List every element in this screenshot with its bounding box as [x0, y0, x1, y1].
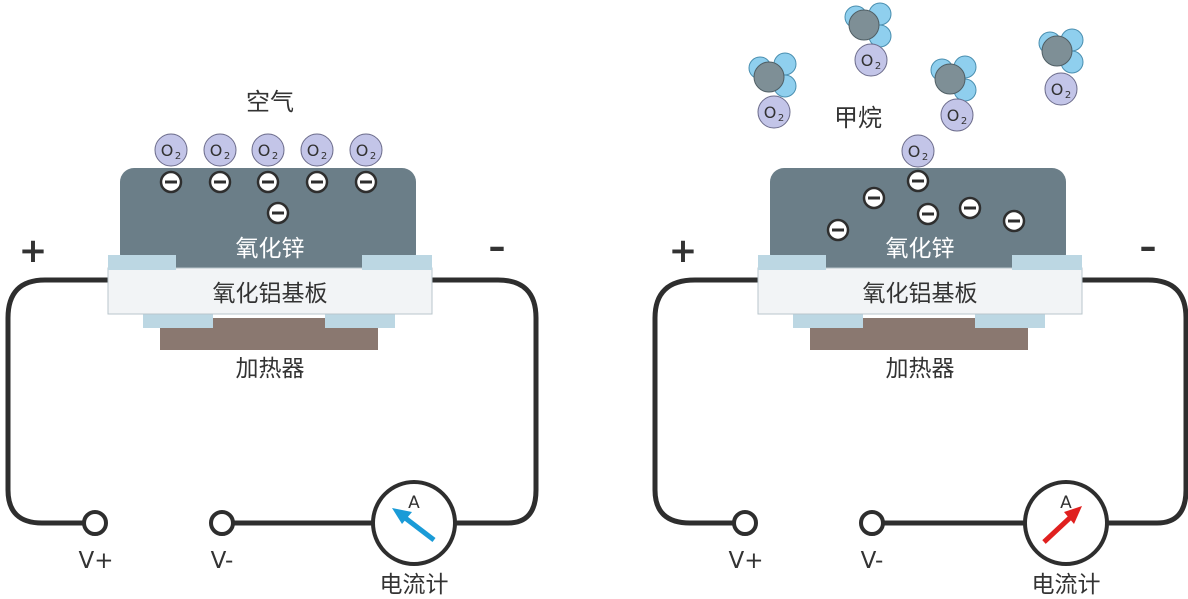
left-alumina-substrate: [107, 267, 433, 315]
methane-oxygen-cluster: O 2: [748, 52, 797, 129]
right-electron: [958, 196, 982, 220]
right-plus-sign: +: [669, 231, 698, 271]
oxygen-subscript: 2: [778, 113, 784, 124]
right-top-electrode: [1012, 255, 1082, 270]
oxygen-subscript: 2: [961, 116, 967, 127]
oxygen-subscript: 2: [224, 151, 230, 162]
oxygen-symbol: O: [210, 141, 223, 160]
right-ammeter-label: 电流计: [1032, 572, 1101, 598]
left-electron: [354, 170, 378, 194]
methane-oxygen-cluster: O 2: [1038, 28, 1084, 106]
right-gas-label: 甲烷: [834, 104, 882, 132]
right-terminal-positive: [732, 510, 758, 536]
left-gas-label: 空气: [246, 88, 294, 116]
left-oxygen-molecule: O 2: [349, 133, 383, 167]
right-terminal-negative: [859, 510, 885, 536]
left-panel: 空气 氧化锌 氧化铝基板 加热器 + – V+ V- A 电流计 O 2 O 2…: [5, 88, 539, 598]
left-electron: [256, 170, 280, 194]
left-ammeter-symbol: A: [408, 493, 420, 513]
left-terminal-positive-label: V+: [78, 548, 113, 574]
oxygen-symbol: O: [356, 141, 369, 160]
oxygen-subscript: 2: [321, 151, 327, 162]
right-oxygen-molecule: O 2: [901, 134, 935, 168]
left-terminal-negative-label: V-: [211, 548, 234, 574]
oxygen-symbol: O: [1051, 80, 1064, 99]
oxygen-symbol: O: [908, 142, 921, 161]
left-oxygen-molecule: O 2: [300, 133, 334, 167]
right-electron: [1002, 209, 1026, 233]
left-terminal-negative: [209, 510, 235, 536]
right-panel: 甲烷 氧化锌 氧化铝基板 加热器 + – V+ V- A 电流计 O 2: [652, 2, 1188, 598]
oxygen-symbol: O: [764, 103, 777, 122]
oxygen-symbol: O: [258, 141, 271, 160]
left-minus-sign: –: [489, 227, 506, 267]
right-heater-label: 加热器: [886, 356, 955, 382]
oxygen-symbol: O: [161, 141, 174, 160]
left-zinc-oxide-label: 氧化锌: [236, 236, 305, 262]
oxygen-symbol: O: [947, 106, 960, 125]
right-bottom-electrode: [793, 312, 863, 328]
left-heater-label: 加热器: [236, 356, 305, 382]
oxygen-subscript: 2: [1065, 90, 1071, 101]
left-oxygen-molecule: O 2: [154, 133, 188, 167]
oxygen-subscript: 2: [922, 152, 928, 163]
left-electron: [159, 170, 183, 194]
right-terminal-negative-label: V-: [861, 548, 884, 574]
left-terminal-positive: [82, 510, 108, 536]
right-substrate-label: 氧化铝基板: [863, 281, 978, 307]
right-ammeter-needle-head: [1064, 506, 1082, 524]
left-plus-sign: +: [19, 231, 48, 271]
oxygen-subscript: 2: [370, 151, 376, 162]
right-top-electrode: [758, 255, 826, 270]
left-bottom-electrode: [143, 312, 213, 328]
right-circuit-wire: [652, 277, 1188, 526]
right-zinc-oxide-label: 氧化锌: [886, 236, 955, 262]
right-electron: [862, 186, 886, 210]
left-bottom-electrode: [325, 312, 395, 328]
oxygen-subscript: 2: [875, 61, 881, 72]
left-ammeter-needle-head: [392, 508, 412, 524]
right-terminal-positive-label: V+: [728, 548, 763, 574]
oxygen-symbol: O: [307, 141, 320, 160]
right-minus-sign: –: [1140, 227, 1157, 267]
oxygen-symbol: O: [861, 51, 874, 70]
oxygen-subscript: 2: [175, 151, 181, 162]
left-electron: [305, 170, 329, 194]
left-top-electrode: [362, 255, 432, 270]
right-electron: [906, 169, 930, 193]
left-ammeter-label: 电流计: [380, 572, 449, 598]
right-electron: [826, 218, 850, 242]
oxygen-subscript: 2: [272, 151, 278, 162]
left-electron: [266, 201, 290, 225]
methane-oxygen-cluster: O 2: [844, 2, 892, 77]
left-substrate-label: 氧化铝基板: [213, 281, 328, 307]
left-oxygen-molecule: O 2: [203, 133, 237, 167]
right-bottom-electrode: [975, 312, 1045, 328]
right-alumina-substrate: [757, 267, 1083, 315]
right-ammeter-symbol: A: [1060, 493, 1072, 513]
methane-oxygen-cluster: O 2: [930, 55, 977, 132]
left-oxygen-molecule: O 2: [251, 133, 285, 167]
left-circuit-wire: [5, 277, 539, 526]
right-ammeter-needle: [1042, 512, 1076, 544]
left-electron: [208, 170, 232, 194]
left-top-electrode: [108, 255, 176, 270]
right-electron: [916, 202, 940, 226]
